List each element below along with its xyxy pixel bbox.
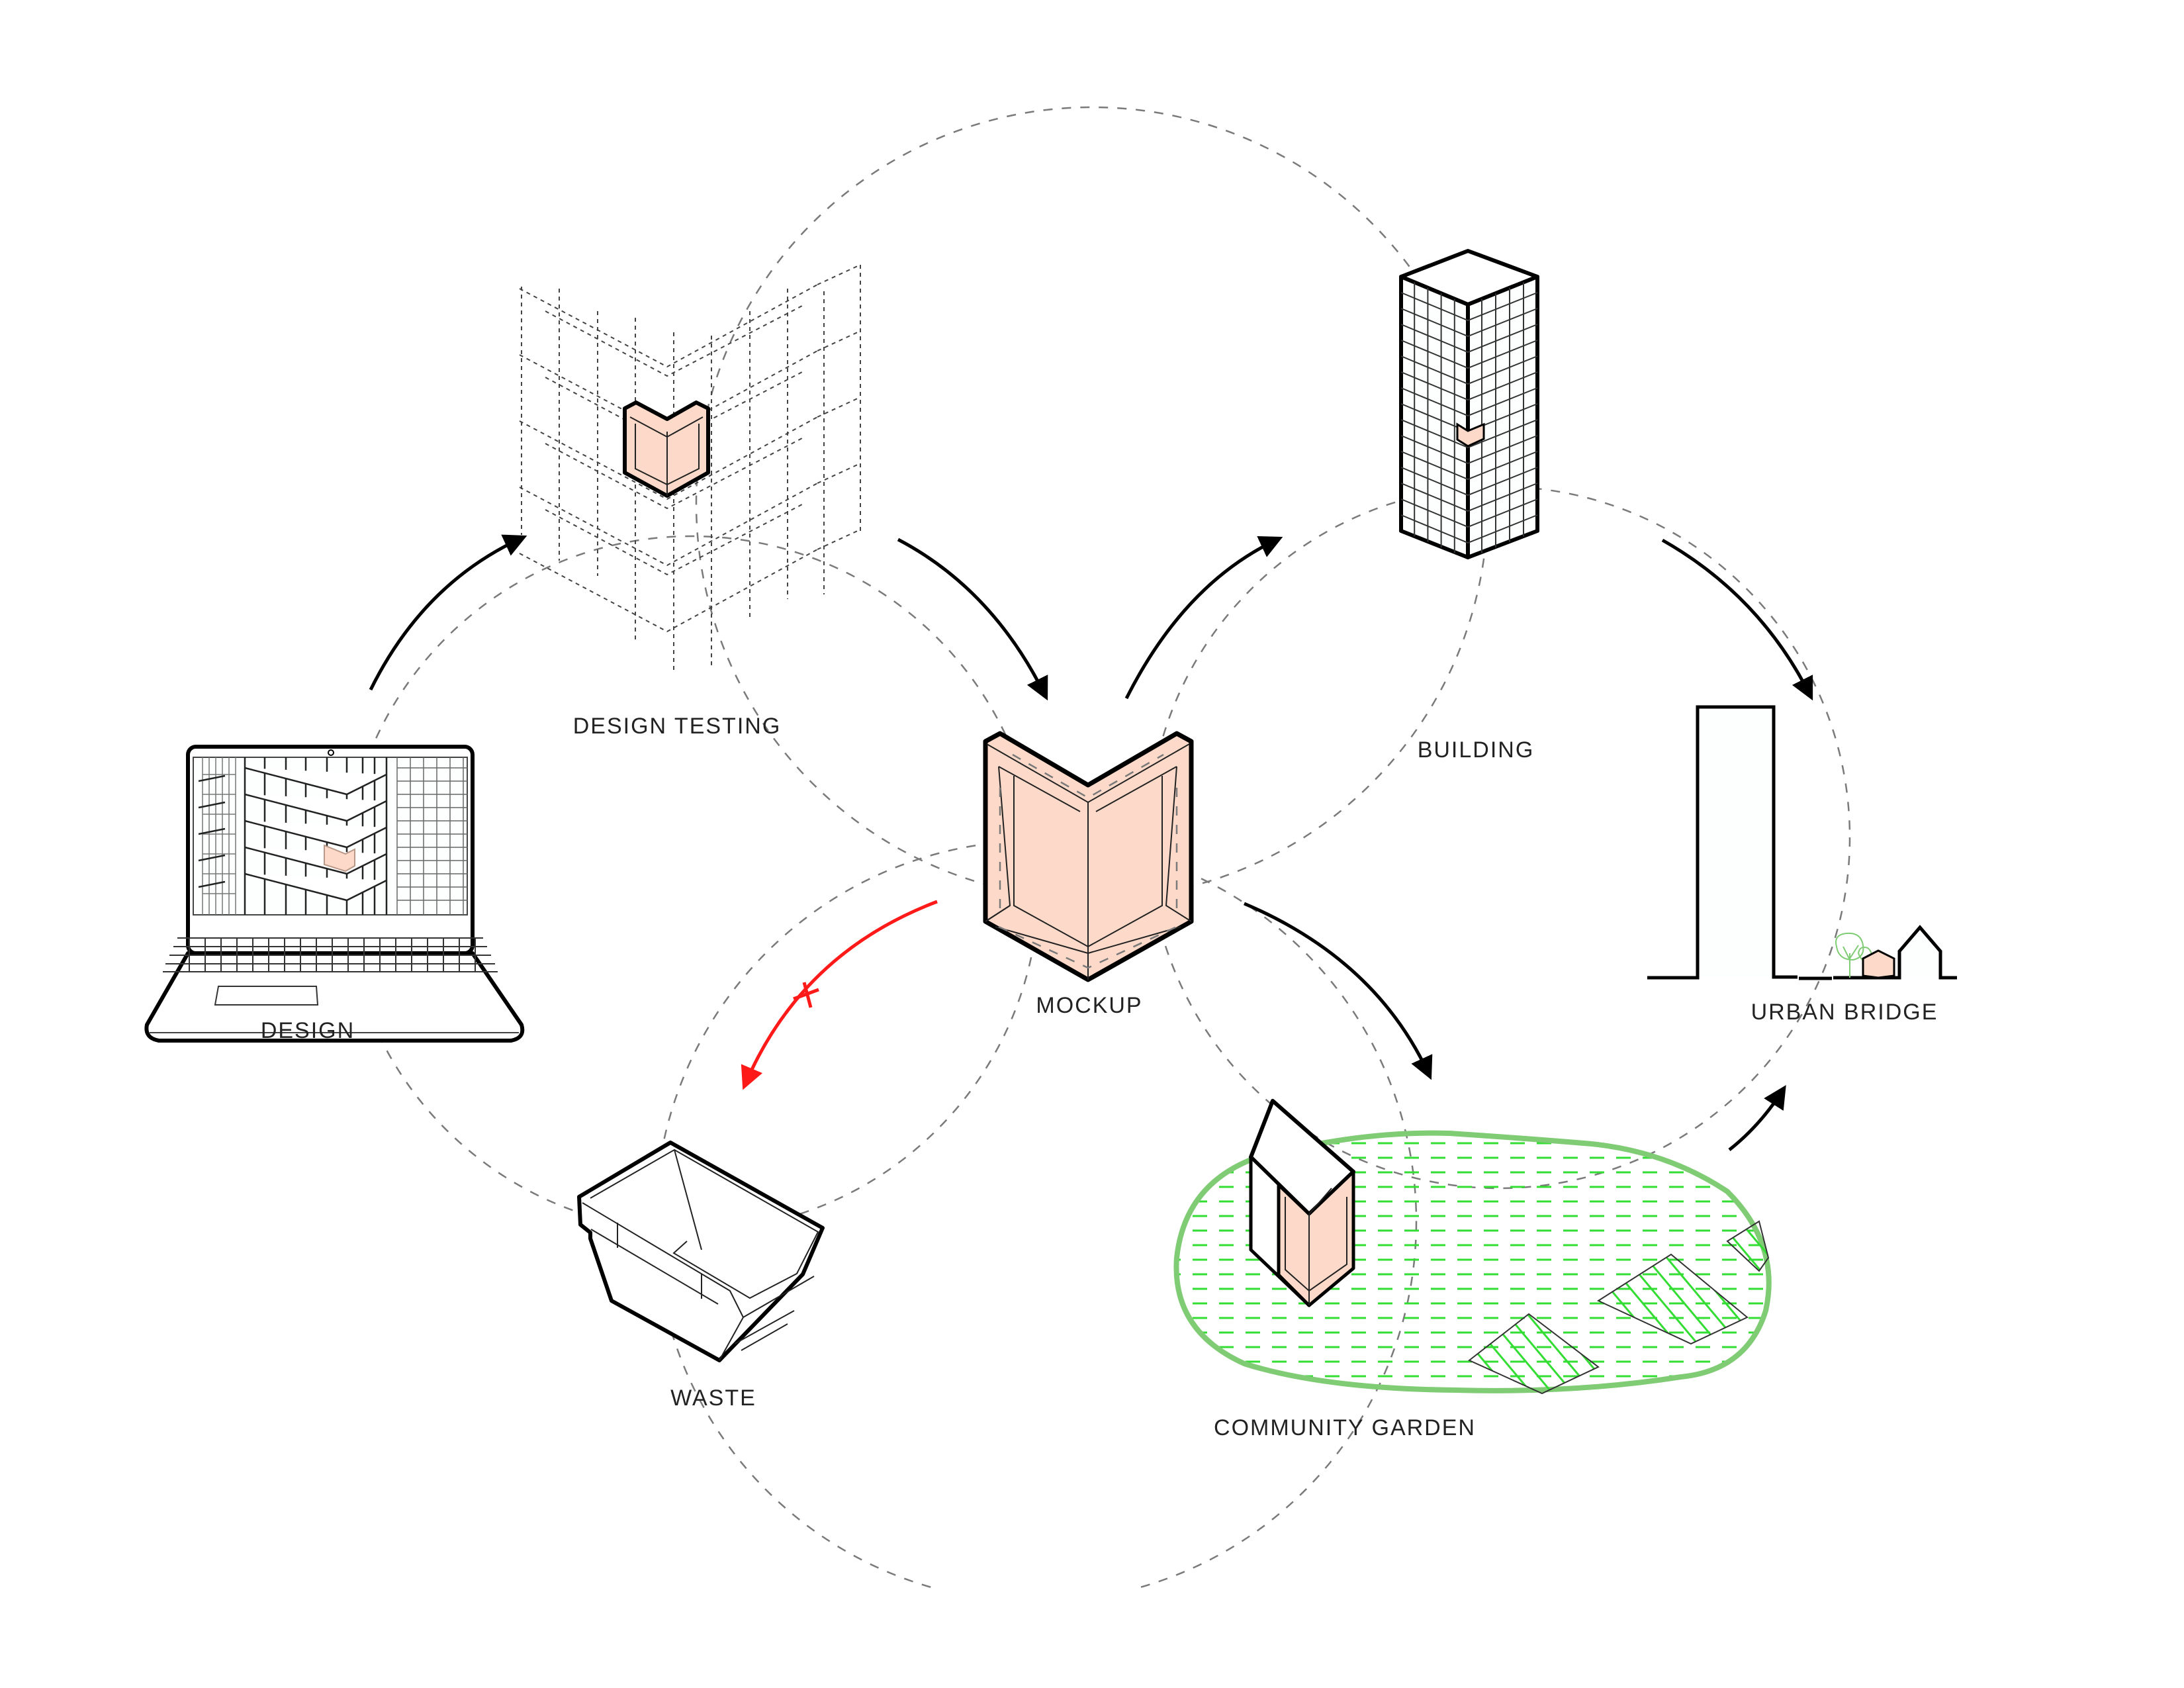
laptop-icon — [144, 745, 525, 1043]
laptop-mockup-highlight — [324, 844, 355, 872]
arrow-testing-to-mockup — [897, 538, 1048, 701]
rejected-cross-icon — [793, 982, 819, 1008]
screen-grid — [202, 757, 467, 915]
label-urban-bridge: URBAN BRIDGE — [1751, 1000, 1938, 1025]
label-building: BUILDING — [1418, 737, 1535, 763]
garden-bed — [1468, 1313, 1600, 1395]
flow-arrows — [369, 534, 1813, 1151]
urban-mockup-piece — [1862, 949, 1895, 979]
keyboard — [163, 937, 498, 972]
label-waste: WASTE — [670, 1385, 756, 1411]
arrow-mockup-to-building — [1124, 536, 1283, 700]
design-testing-illustration — [519, 264, 861, 670]
label-community-garden: COMMUNITY GARDEN — [1214, 1415, 1476, 1440]
trackpad — [214, 986, 319, 1006]
waste-skip-icon — [577, 1141, 825, 1362]
arrow-building-to-urban-bridge — [1661, 538, 1813, 701]
building-illustration — [1399, 249, 1539, 559]
label-mockup: MOCKUP — [1036, 993, 1142, 1018]
garden-bed — [1596, 1253, 1749, 1345]
arrow-mockup-to-waste-rejected — [741, 900, 938, 1090]
urban-bridge-illustration — [1647, 705, 1957, 980]
arrow-design-to-testing — [369, 534, 527, 691]
building-mockup-highlight — [1456, 422, 1485, 447]
arrow-mockup-to-garden — [1244, 902, 1433, 1080]
garden-shed — [1249, 1099, 1355, 1307]
arrow-garden-to-urban-bridge — [1728, 1085, 1786, 1151]
mockup-illustration — [983, 731, 1194, 982]
community-garden-illustration — [1173, 1099, 1772, 1395]
garden-bed — [1726, 1220, 1770, 1272]
label-design-testing: DESIGN TESTING — [573, 714, 782, 739]
label-design: DESIGN — [261, 1018, 355, 1043]
